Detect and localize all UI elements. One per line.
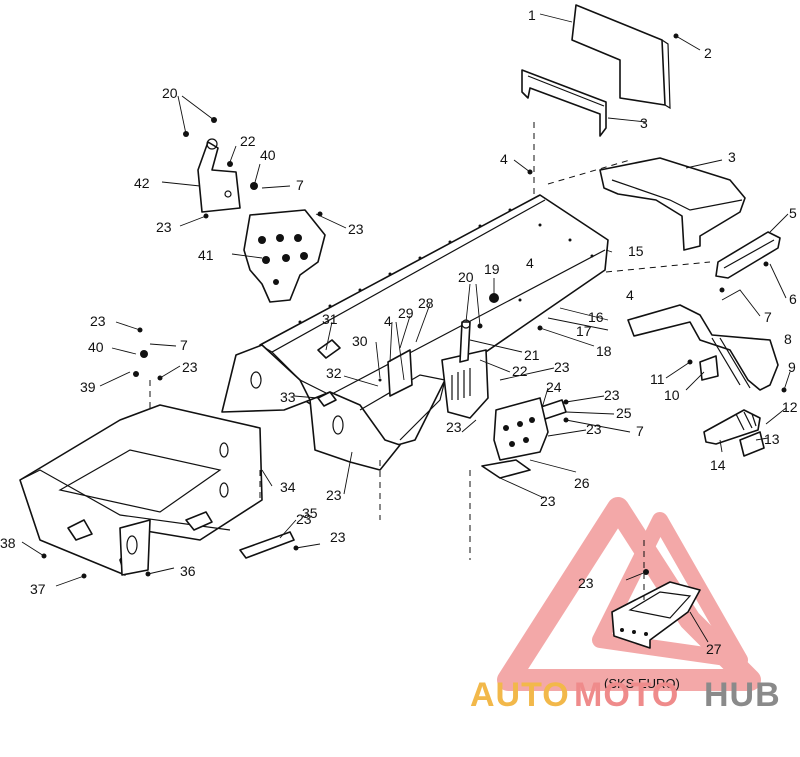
label-22: 22 bbox=[240, 133, 256, 149]
label-23: 23 bbox=[90, 313, 106, 329]
label-33: 33 bbox=[280, 389, 296, 405]
label-5: 5 bbox=[789, 205, 797, 221]
part-35-bar bbox=[239, 531, 295, 559]
label-15: 15 bbox=[628, 243, 644, 259]
inset-caption: (SKS EURO) bbox=[604, 676, 680, 691]
label-21: 21 bbox=[524, 347, 540, 363]
part-3-fender bbox=[599, 157, 746, 251]
label-16: 16 bbox=[588, 309, 604, 325]
label-35: 35 bbox=[302, 505, 318, 521]
fastener-dots bbox=[41, 33, 787, 579]
label-17: 17 bbox=[576, 323, 592, 339]
part-8-bumper bbox=[627, 304, 779, 391]
label-23: 23 bbox=[540, 493, 556, 509]
label-4: 4 bbox=[500, 151, 508, 167]
label-42: 42 bbox=[134, 175, 150, 191]
label-19: 19 bbox=[484, 261, 500, 277]
label-36: 36 bbox=[180, 563, 196, 579]
tunnel-rivets bbox=[298, 208, 594, 382]
label-23: 23 bbox=[348, 221, 364, 237]
label-4: 4 bbox=[384, 313, 392, 329]
label-18: 18 bbox=[596, 343, 612, 359]
label-34: 34 bbox=[280, 479, 296, 495]
label-40: 40 bbox=[88, 339, 104, 355]
part-29-plate bbox=[387, 349, 413, 397]
label-20: 20 bbox=[162, 85, 178, 101]
watermark-hub: HUB bbox=[704, 676, 781, 714]
label-8: 8 bbox=[784, 331, 792, 347]
label-20: 20 bbox=[458, 269, 474, 285]
label-7: 7 bbox=[636, 423, 644, 439]
label-26: 26 bbox=[574, 475, 590, 491]
label-13: 13 bbox=[764, 431, 780, 447]
label-3: 3 bbox=[640, 115, 648, 131]
label-23: 23 bbox=[554, 359, 570, 375]
label-23: 23 bbox=[182, 359, 198, 375]
part-labels: 1 2 3 3 4 4 4 4 5 6 7 7 7 7 8 9 10 11 12… bbox=[0, 7, 798, 691]
label-2: 2 bbox=[704, 45, 712, 61]
label-37: 37 bbox=[30, 581, 46, 597]
label-23: 23 bbox=[446, 419, 462, 435]
label-25: 25 bbox=[616, 405, 632, 421]
part-26-mount bbox=[481, 397, 549, 479]
label-30: 30 bbox=[352, 333, 368, 349]
part-33-bracket bbox=[317, 391, 337, 407]
part-5-rail bbox=[715, 231, 781, 279]
label-38: 38 bbox=[0, 535, 16, 551]
watermark-auto: AUTO bbox=[470, 676, 570, 714]
label-14: 14 bbox=[710, 457, 726, 473]
label-7: 7 bbox=[296, 177, 304, 193]
label-7: 7 bbox=[180, 337, 188, 353]
part-34-bulkhead bbox=[19, 404, 263, 576]
part-14-handle bbox=[703, 409, 761, 445]
label-23: 23 bbox=[578, 575, 594, 591]
label-27: 27 bbox=[706, 641, 722, 657]
label-12: 12 bbox=[782, 399, 798, 415]
label-22: 22 bbox=[512, 363, 528, 379]
label-29: 29 bbox=[398, 305, 414, 321]
label-23: 23 bbox=[604, 387, 620, 403]
part-27-inset bbox=[611, 581, 701, 649]
label-4: 4 bbox=[626, 287, 634, 303]
label-23: 23 bbox=[156, 219, 172, 235]
label-1: 1 bbox=[528, 7, 536, 23]
label-10: 10 bbox=[664, 387, 680, 403]
part-1-panel bbox=[571, 4, 671, 110]
label-3: 3 bbox=[728, 149, 736, 165]
leader-lines bbox=[21, 13, 791, 643]
part-42-bracket bbox=[197, 138, 241, 213]
assembly-lines bbox=[149, 122, 711, 600]
label-23: 23 bbox=[296, 511, 312, 527]
label-23: 23 bbox=[586, 421, 602, 437]
label-23: 23 bbox=[330, 529, 346, 545]
label-39: 39 bbox=[80, 379, 96, 395]
label-11: 11 bbox=[650, 371, 665, 387]
watermark-text: AUTO MOTO HUB bbox=[470, 676, 781, 714]
label-4: 4 bbox=[526, 255, 534, 271]
label-40: 40 bbox=[260, 147, 276, 163]
label-41: 41 bbox=[198, 247, 214, 263]
part-21-hitch bbox=[441, 319, 489, 419]
part-13-tag bbox=[739, 431, 765, 457]
label-24: 24 bbox=[546, 379, 562, 395]
label-32: 32 bbox=[326, 365, 342, 381]
label-7: 7 bbox=[764, 309, 772, 325]
label-31: 31 bbox=[322, 311, 338, 327]
part-3-upper-bracket bbox=[521, 69, 607, 137]
part-10-clip bbox=[699, 355, 719, 381]
label-9: 9 bbox=[788, 359, 796, 375]
label-28: 28 bbox=[418, 295, 434, 311]
watermark-moto: MOTO bbox=[574, 676, 679, 714]
part-41-plate bbox=[243, 209, 326, 303]
label-6: 6 bbox=[789, 291, 797, 307]
label-23: 23 bbox=[326, 487, 342, 503]
